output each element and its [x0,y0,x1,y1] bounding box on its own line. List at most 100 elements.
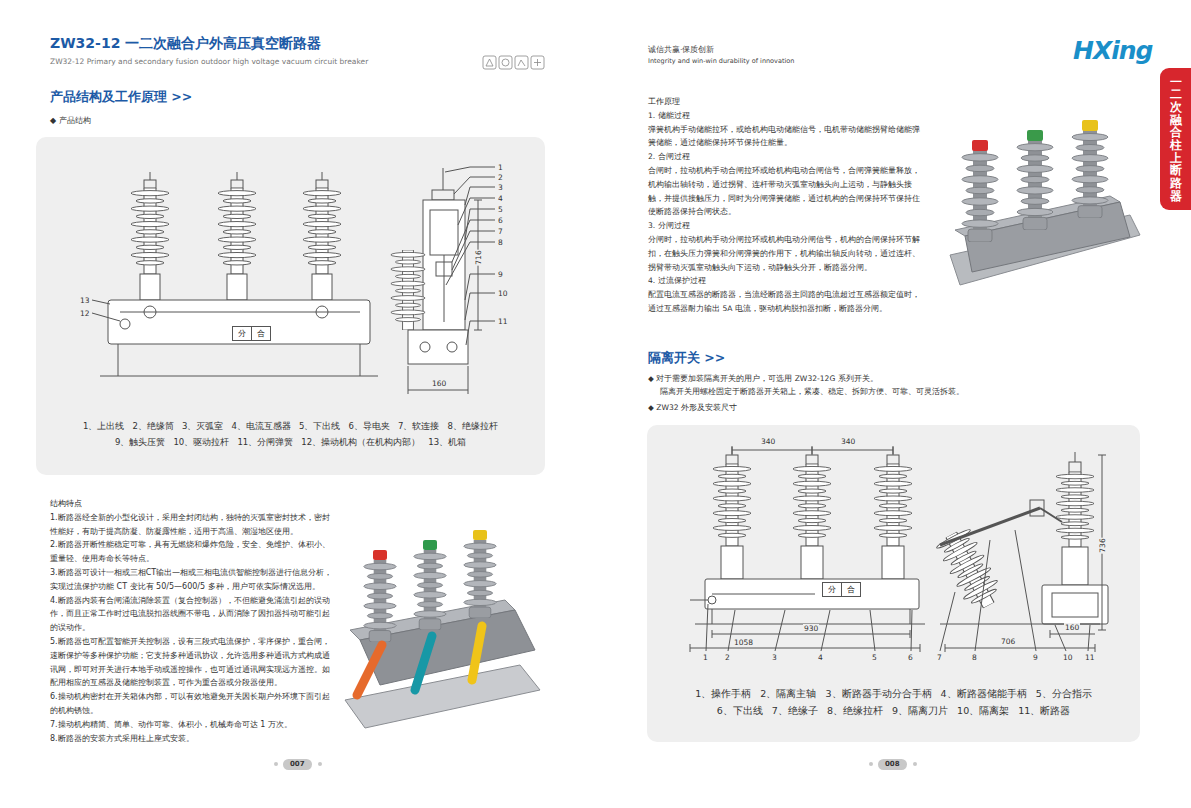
callout-number: 8 [498,238,503,247]
leader-line [458,198,495,225]
dimension-line [712,634,910,635]
dimension-tick [712,630,713,638]
callout-number: 10 [1063,653,1073,662]
feature-icon [515,56,528,69]
principle-column: 工作原理1. 储能过程弹簧机构手动储能拉环，或给机构电动储能信号，电机带动储能拐… [648,95,926,316]
isolator-blade [1040,508,1062,522]
insulator-drawing [1056,472,1094,547]
feature-text: 1.断路器经全新的小型化设计，采用全封闭结构，独特的灭弧室密封技术，密封性能好，… [50,511,333,539]
insulator-drawing [793,464,831,546]
shaft [712,594,815,595]
step-heading: 4. 过流保护过程 [648,274,926,288]
open-close-indicator: 分合 [822,582,861,597]
callout-number: 9 [1033,653,1038,662]
brand-logo: HXing [1073,36,1152,65]
open-close-indicator: 分合 [232,326,271,341]
dimension-tick [945,644,946,652]
handle [690,600,708,601]
feature-column: 结构特点1.断路器经全新的小型化设计，采用全封闭结构，独特的灭弧室密封技术，密封… [50,497,333,745]
extension-line [408,366,409,394]
page-number: 007 [290,760,305,769]
handle [120,319,130,329]
step-text: 分闸时，拉动机构手动分闸拉环或机构电动分闸信号，机构的合闸保持环节解扣，在触头压… [648,233,926,274]
photo-insulator [1072,130,1108,218]
leader-line [706,604,708,651]
pole-housing [423,200,465,330]
step-heading: 3. 分闸过程 [648,219,926,233]
lower-housing [721,546,743,579]
subsection-heading: ◆ 产品结构 [50,115,91,126]
lower-housing [801,546,823,579]
dimension: 340 [760,437,776,446]
leader-line [466,321,495,345]
step-heading: 2. 合闸过程 [648,150,926,164]
leader-line [452,231,495,270]
lower-housing [312,274,332,300]
dimension-tick [910,630,911,638]
callout-number: 13 [80,296,90,305]
page-dot [318,762,322,766]
lower-housing [140,274,160,300]
feature-icon [531,56,544,69]
feature-heading: 结构特点 [50,497,333,511]
callout-number: 5 [872,653,877,662]
leader-line [445,167,495,172]
feature-text: 4.断路器内装有合闸涌流消除装置（复合控制器），不但能避免涌流引起的误动作，而且… [50,594,333,635]
insulator-drawing [391,250,425,330]
terminal-cap [144,180,156,188]
feature-icon [483,56,496,69]
slogan: 诚信共赢·保质创新 [648,45,714,55]
terminal [443,168,444,190]
dimension-line [732,450,893,451]
parts-caption: 9、触头压簧 10、驱动拉杆 11、分闸弹簧 12、操动机构（在机构内部） 13… [115,437,466,448]
leader-line [465,187,495,205]
bullet-text: ◆ 对于需要加装隔离开关的用户，可选用 ZW32-12G 系列开关。 [648,374,878,384]
leader-line [911,610,912,651]
current-transformer [316,306,328,318]
leader-line [465,293,495,320]
leader-line [92,300,110,304]
mechanism-box [1042,585,1108,624]
callout-number: 10 [498,289,508,298]
dimension-tick [920,644,921,652]
frame [712,609,713,624]
leader-line [454,177,495,194]
lower-housing [882,546,904,579]
current-transformer [144,306,156,318]
terminal-cap [726,455,738,464]
isolator-blade [940,508,1040,545]
lower-housing [227,274,247,300]
page-title: ZW32-12 一二次融合户外高压真空断路器 [50,35,321,53]
dimension-tick [1050,630,1051,638]
terminal-cap [316,180,328,188]
parts-caption: 1、操作手柄 2、隔离主轴 3、断路器手动分合手柄 4、断路器储能手柄 5、分合… [695,688,1091,700]
lower-housing [1062,547,1088,585]
frame [100,376,378,377]
dimension-line [690,648,920,649]
terminal-cap [806,455,818,464]
bullet-text: ◆ ZW32 外形及安装尺寸 [648,403,737,413]
terminal-cap [473,530,487,540]
leader-line [92,313,120,321]
callout-number: 3 [498,183,503,192]
subtitle: ZW32-12 Primary and secondary fusion out… [50,57,368,66]
callout-number: 7 [498,227,503,236]
leader-line [1015,530,1036,651]
callout-number: 5 [498,205,503,214]
terminal-cap [1027,130,1043,141]
terminal-cap [231,180,243,188]
mechanism-box [408,330,468,364]
interrupter [430,210,458,255]
dimension: 160 [1064,623,1080,632]
dimension: 1058 [733,638,754,647]
mechanism-box [705,579,919,609]
terminal-cap [423,540,437,550]
callout-number: 2 [498,173,503,182]
page-dot [869,762,873,766]
callout-number: 11 [1085,653,1095,662]
callout-number: 12 [80,309,90,318]
side-tab: 一二次融合柱上断路器 [1160,68,1191,210]
icon-glyph [534,59,541,66]
callout-number: 8 [972,653,977,662]
icon-glyph [518,60,525,66]
